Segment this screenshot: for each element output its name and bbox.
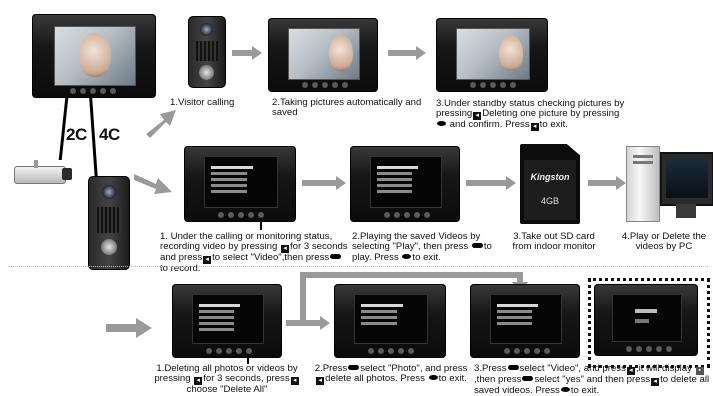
key-icon: ◂ xyxy=(194,377,203,386)
pc-tower-icon xyxy=(626,146,660,222)
visitor-face-icon xyxy=(79,33,111,77)
pc-stand xyxy=(676,204,696,218)
monitor-capture xyxy=(268,18,378,92)
sd-card-icon: Kingston 4GB xyxy=(520,144,580,224)
connector-vertical xyxy=(300,272,306,322)
cctv-camera-icon xyxy=(14,160,74,186)
monitor-playing xyxy=(350,146,460,222)
dot-key-icon xyxy=(330,254,342,260)
door-station-left xyxy=(88,176,130,270)
door-station-row1 xyxy=(188,16,226,88)
confirm-screen-icon: ▪ xyxy=(695,367,704,375)
dot-key-icon xyxy=(522,376,534,381)
monitor-delete-3 xyxy=(470,284,580,358)
wire-door xyxy=(89,98,98,178)
pointer-line xyxy=(260,218,262,230)
key-icon: ◂ xyxy=(203,256,212,265)
caption-visitor-calling: 1.Visitor calling xyxy=(170,97,235,108)
dot-key-icon xyxy=(507,365,519,370)
arrow-r2-a xyxy=(302,176,346,190)
connector-down xyxy=(517,272,523,284)
monitor-confirm xyxy=(594,284,698,356)
monitor-recording xyxy=(184,146,296,222)
caption-pc: 4.Play or Delete the videos by PC xyxy=(621,231,707,253)
section-divider xyxy=(8,266,708,267)
arrow-to-row2 xyxy=(134,174,172,194)
sd-brand: Kingston xyxy=(530,172,570,182)
key-icon: ◂ xyxy=(651,378,660,386)
key-icon: ◂ xyxy=(626,367,635,375)
pc-monitor-icon xyxy=(660,152,713,206)
dot-key-icon xyxy=(560,387,570,392)
dot-key-icon xyxy=(471,243,483,249)
monitor-delete-1 xyxy=(172,284,282,358)
monitor-delete-2 xyxy=(334,284,446,358)
monitor-screen xyxy=(54,26,136,86)
dot-key-icon xyxy=(437,121,446,127)
arrow-r1-b xyxy=(388,46,426,60)
label-4c: 4C xyxy=(99,125,120,144)
key-icon: ◂ xyxy=(316,377,325,386)
arrow-r2-c xyxy=(588,176,626,190)
key-icon: ◂ xyxy=(281,245,289,254)
arrow-r3-a xyxy=(286,316,330,330)
dot-key-icon xyxy=(402,253,412,259)
label-2c: 2C xyxy=(66,125,87,144)
caption-playing: 2.Playing the saved Videos by selecting … xyxy=(352,231,492,263)
caption-recording: 1. Under the calling or monitoring statu… xyxy=(160,231,348,275)
indoor-monitor-main xyxy=(32,14,156,98)
pointer-line xyxy=(247,354,249,364)
arrow-to-row3 xyxy=(106,318,152,338)
dot-key-icon xyxy=(428,375,438,381)
confirm-frame xyxy=(588,278,710,368)
dot-key-icon xyxy=(348,365,360,370)
arrow-r2-b xyxy=(466,176,516,190)
key-icon: ◂ xyxy=(473,112,482,121)
caption-standby-checking: 3.Under standby status checking pictures… xyxy=(436,98,625,132)
caption-taking-pictures: 2.Taking pictures automatically and save… xyxy=(272,97,422,119)
connector-horizontal xyxy=(300,272,522,278)
sd-capacity: 4GB xyxy=(540,196,559,206)
monitor-standby xyxy=(436,18,548,92)
monitor-buttons xyxy=(70,88,116,94)
arrow-to-row1 xyxy=(146,110,176,138)
key-icon: ◂ xyxy=(290,377,299,386)
arrow-r1-a xyxy=(232,46,262,60)
caption-take-sd: 3.Take out SD card from indoor monitor xyxy=(512,231,596,253)
caption-delete-all: 1.Deleting all photos or videos by press… xyxy=(154,363,299,396)
key-icon: ◂ xyxy=(530,123,539,132)
